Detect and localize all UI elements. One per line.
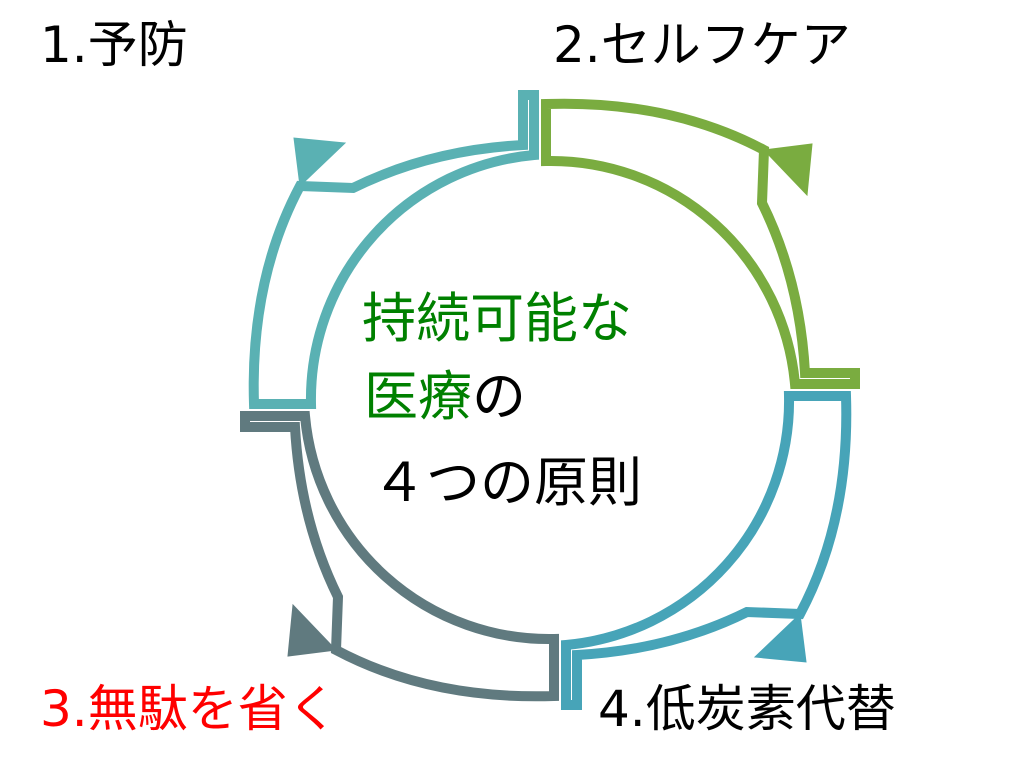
label-low-carbon: 4.低炭素代替 [598, 680, 896, 738]
center-title-line2: 医療の [364, 370, 526, 424]
arrow-segment-prevention [254, 95, 534, 404]
center-title-line1: 持続可能な [362, 287, 632, 350]
arrow-segment-low-carbon [566, 396, 846, 705]
center-title-green: 医療 [364, 365, 472, 428]
label-selfcare: 2.セルフケア [553, 16, 851, 74]
label-prevention: 1.予防 [40, 16, 188, 74]
label-reduce-waste: 3.無駄を省く [40, 680, 338, 738]
center-title-black: の [472, 365, 526, 428]
center-title-line3: ４つの原則 [372, 451, 642, 514]
